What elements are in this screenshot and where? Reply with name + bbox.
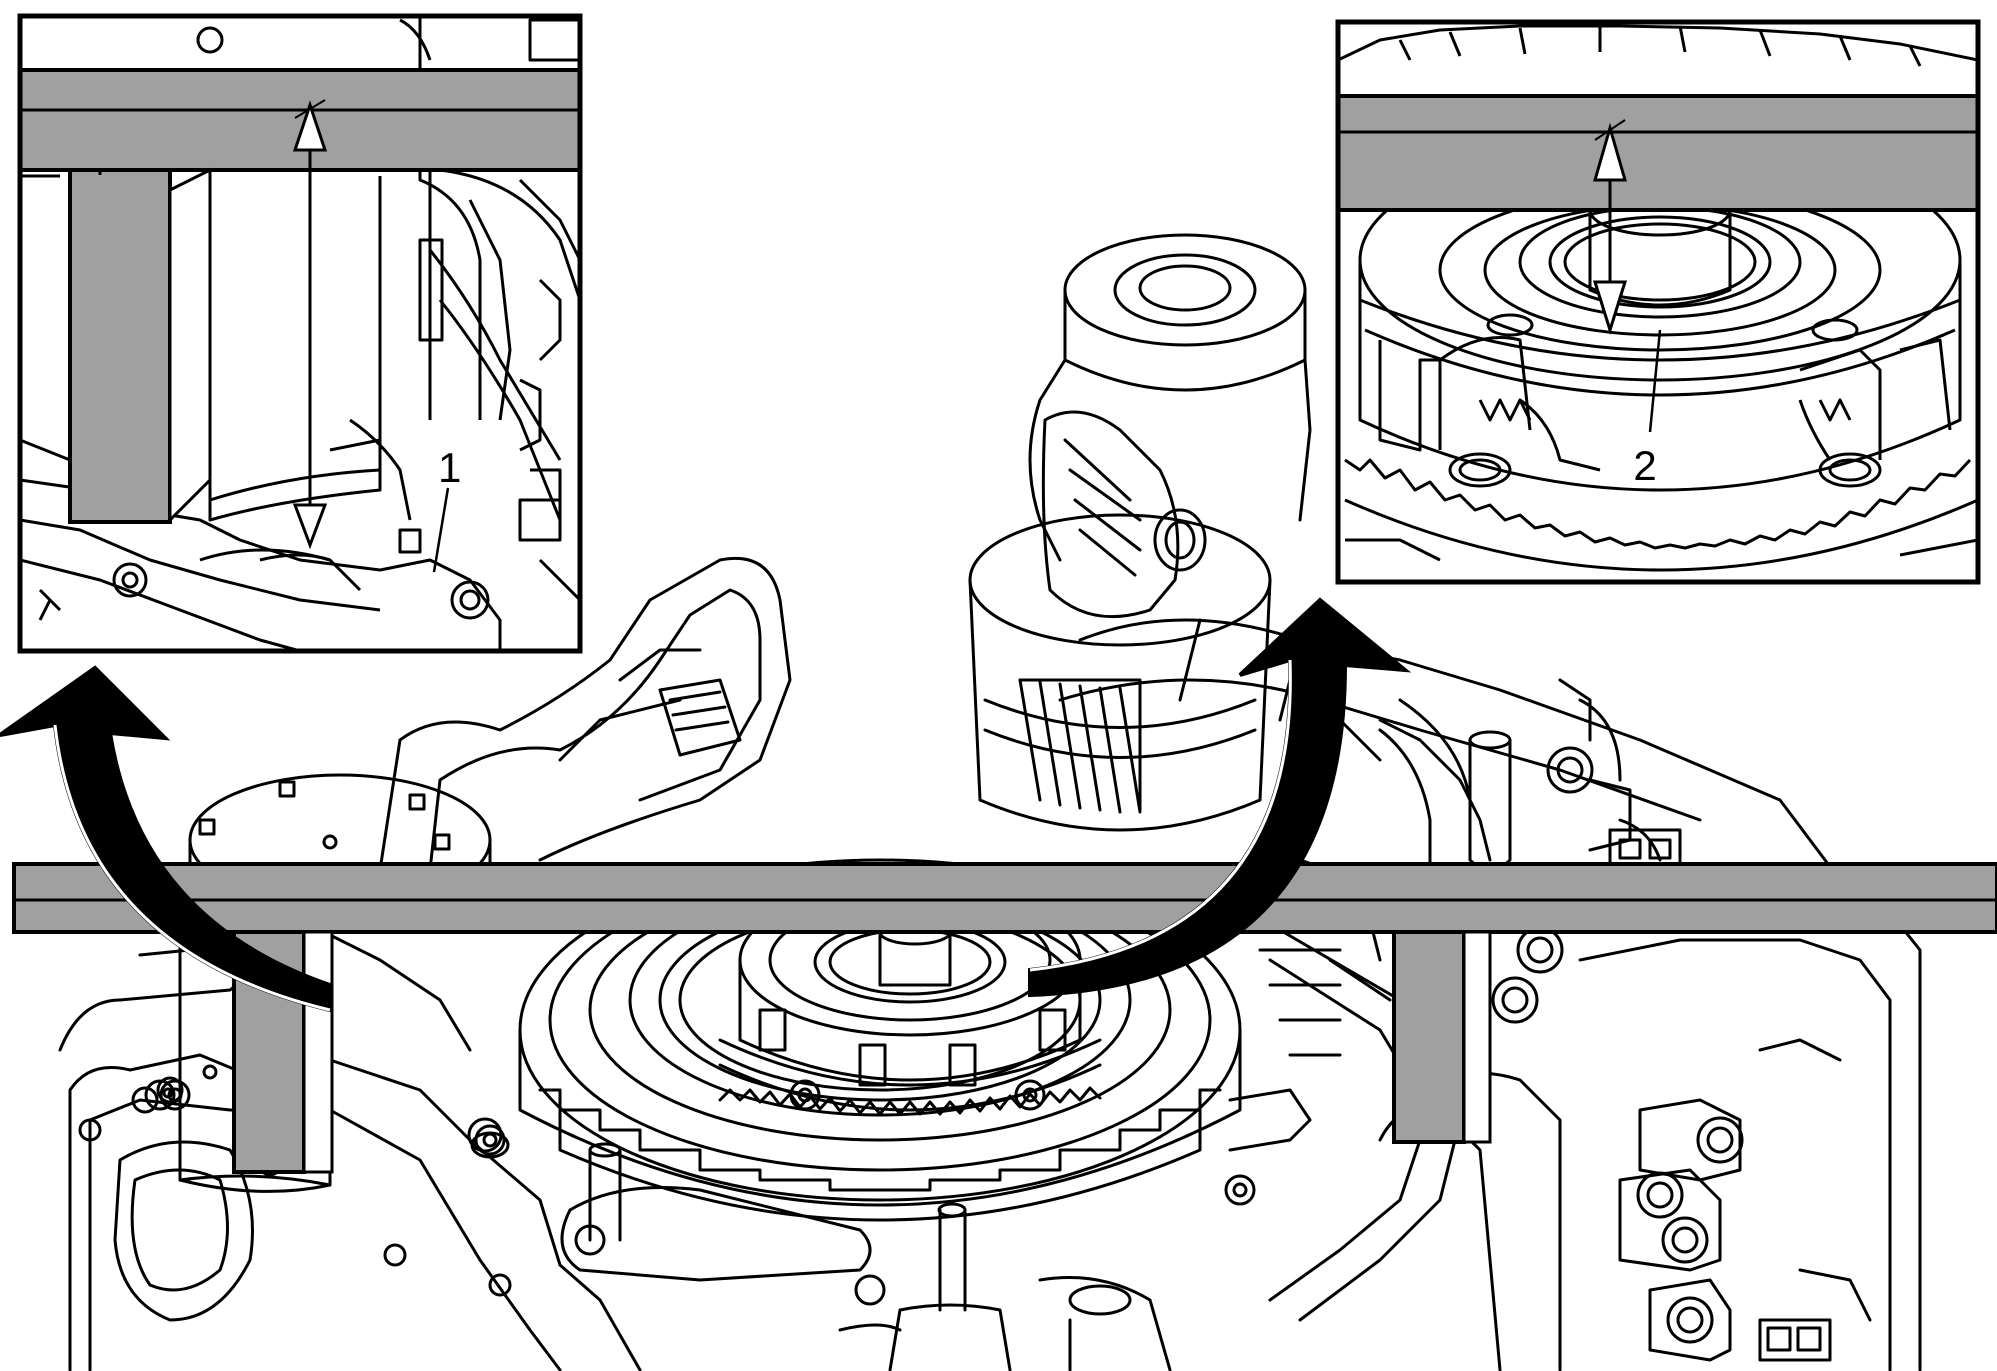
callout-1-label: 1 xyxy=(438,444,461,491)
measurement-bar-main xyxy=(12,862,1997,1174)
inset-left-detail: 1 xyxy=(17,13,583,654)
inset-right-detail: 2 xyxy=(1335,19,1981,585)
callout-2-label: 2 xyxy=(1633,442,1656,489)
curved-arrows xyxy=(0,597,1412,1013)
